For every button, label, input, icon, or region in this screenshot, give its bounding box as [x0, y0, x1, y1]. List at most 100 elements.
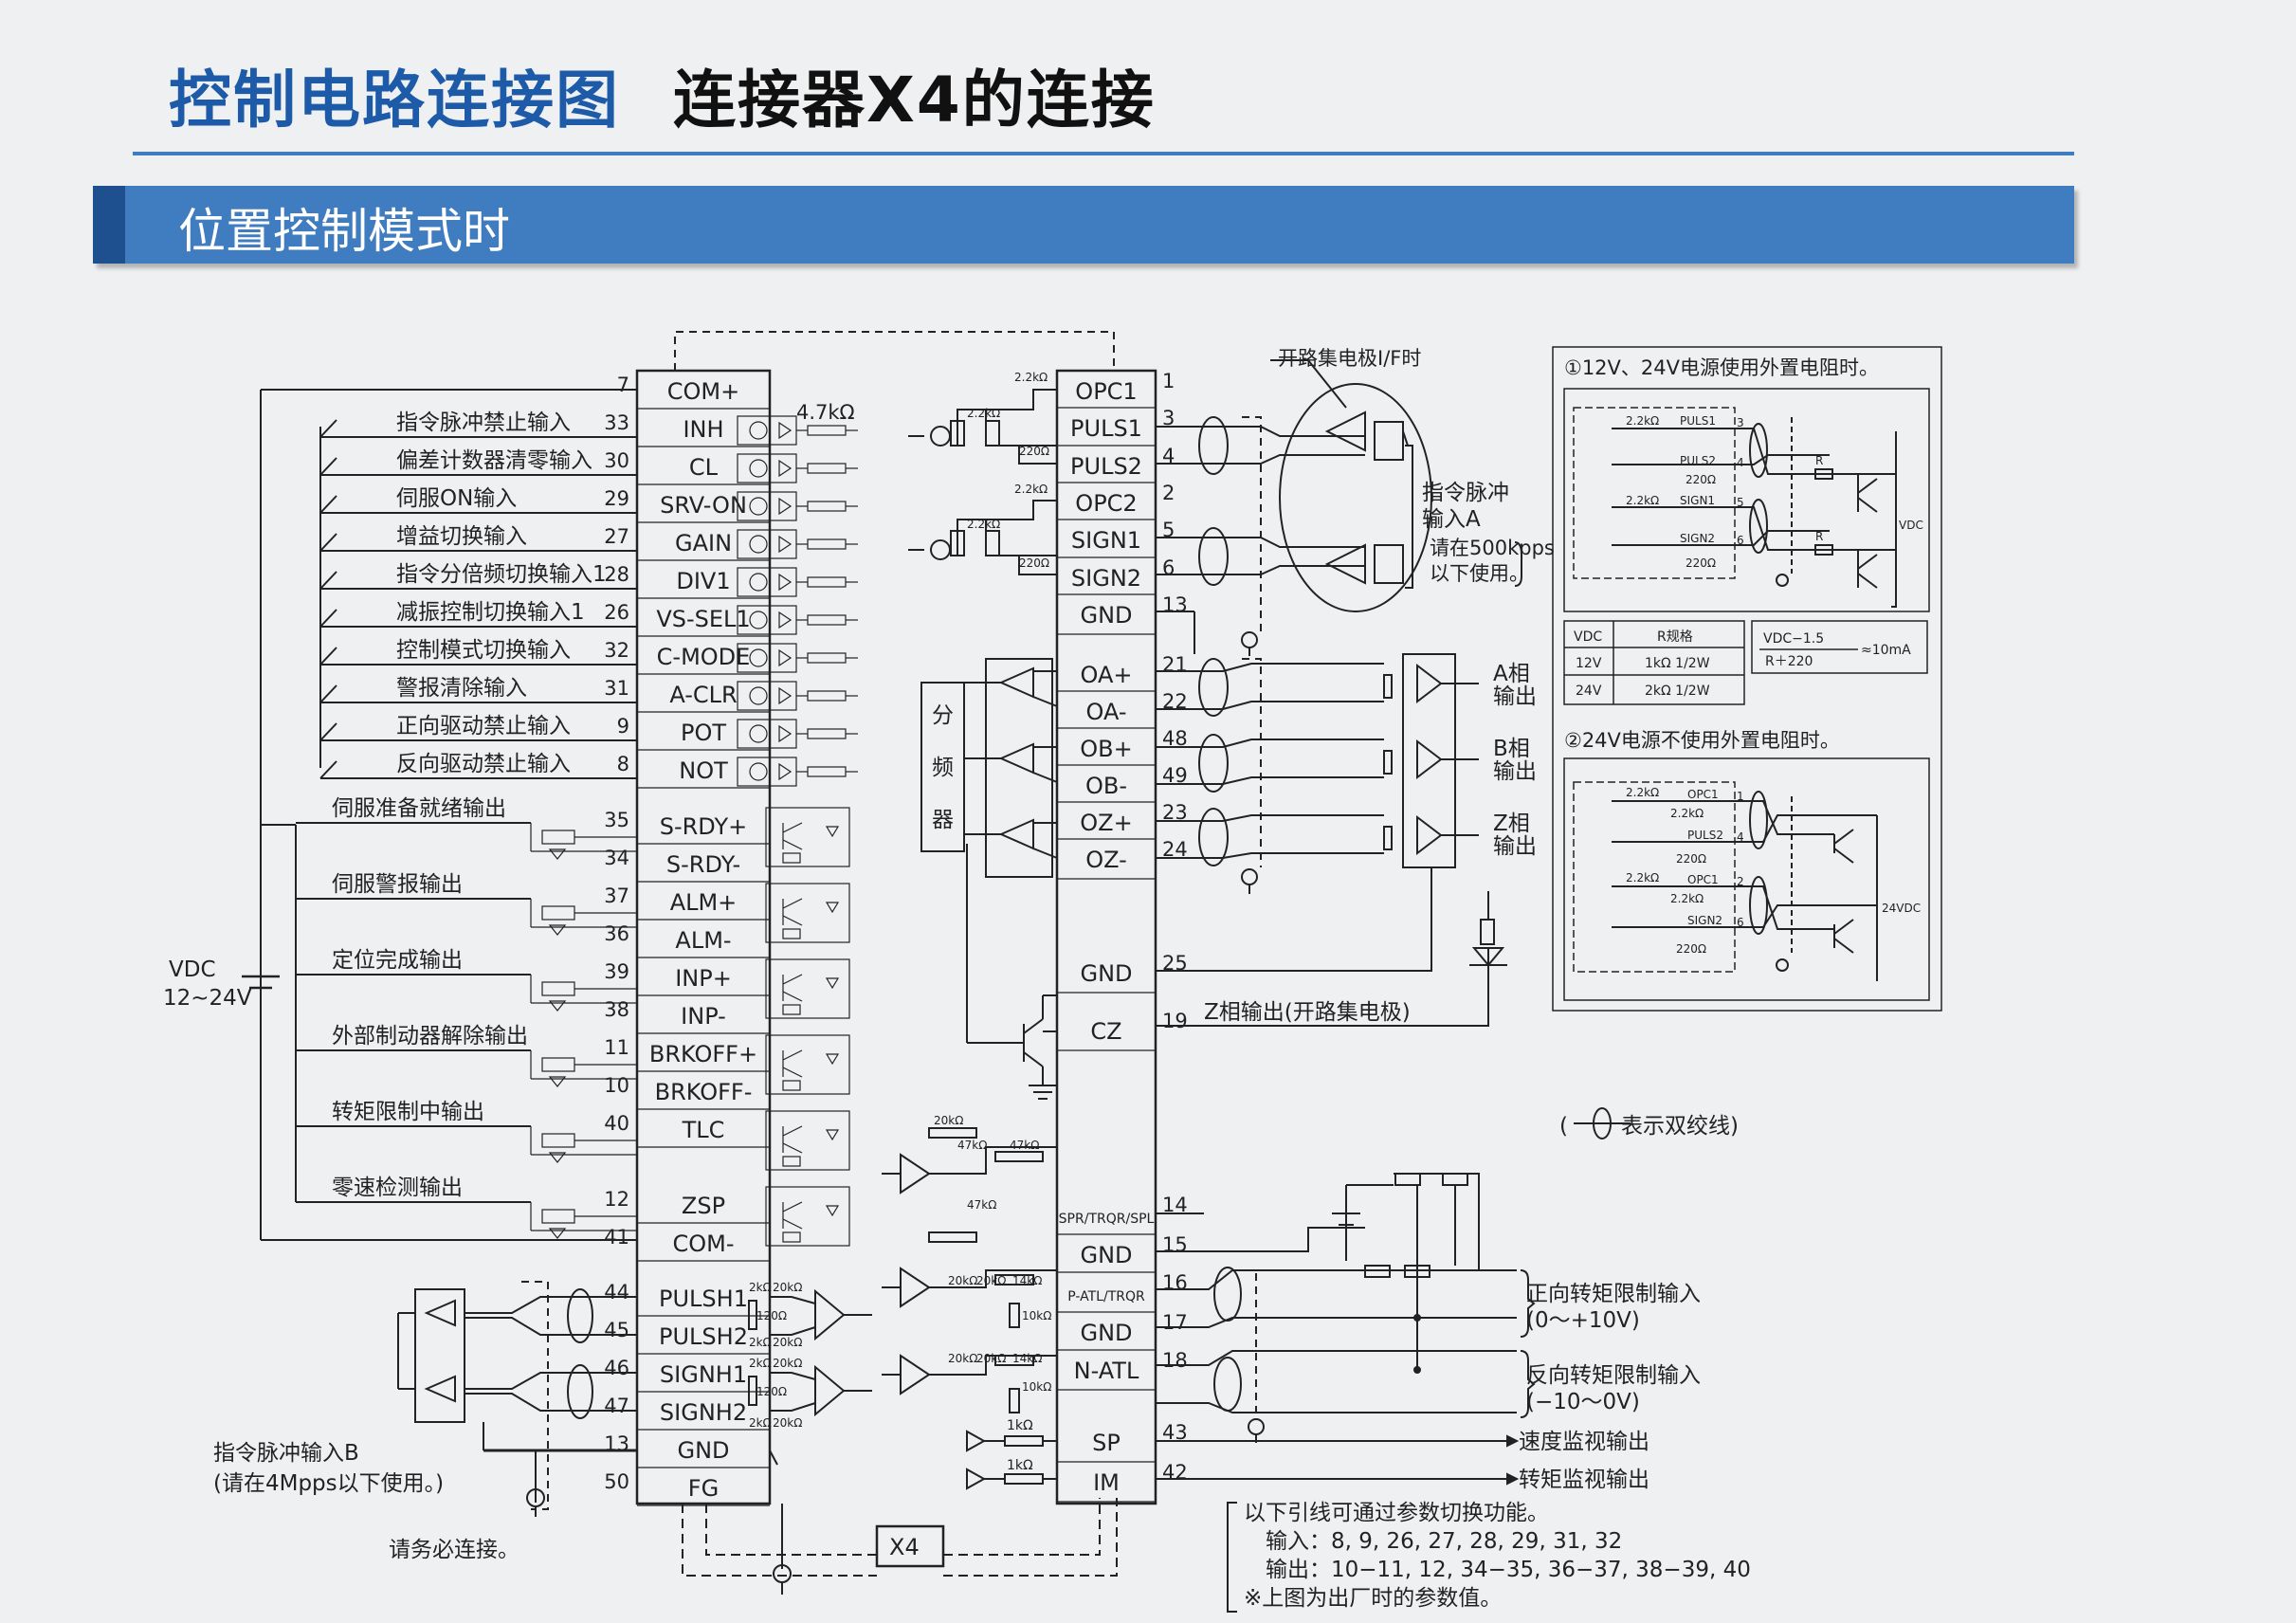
- inset-table: [1563, 620, 1928, 705]
- opto-diode: [778, 724, 793, 743]
- inset-case1-title: ①12V、24V电源使用外置电阻时。: [1564, 356, 1879, 379]
- input-resistor: [807, 614, 847, 626]
- opto-led: [749, 648, 768, 667]
- output-resistor: [782, 852, 801, 864]
- left-pin-name: COM-: [672, 1231, 734, 1257]
- output-label: 伺服准备就绪输出: [332, 796, 506, 821]
- input-label: 伺服ON输入: [396, 486, 517, 511]
- r-220-b: 220Ω: [1019, 556, 1049, 570]
- r-47k-a: 47kΩ: [957, 1139, 987, 1152]
- right-pin-name: P-ATL/TRQR: [1067, 1289, 1145, 1304]
- r-2k-a: 2kΩ: [749, 1281, 772, 1294]
- opto-diode: [778, 421, 793, 440]
- note-bracket: [1227, 1502, 1237, 1613]
- line-driver-b: [397, 1281, 637, 1517]
- r-20k-a: 20kΩ: [934, 1114, 963, 1127]
- r-220-a: 220Ω: [1019, 445, 1049, 458]
- left-pin-name: PULSH2: [659, 1323, 748, 1350]
- r-20k-h: 20kΩ: [773, 1336, 802, 1349]
- right-pin-name: OZ+: [1080, 810, 1132, 836]
- right-pin-name: OPC2: [1075, 490, 1137, 517]
- inset-pin-number: 6: [1737, 916, 1744, 929]
- switch-contact: [319, 722, 337, 741]
- table-r2-v: 24V: [1576, 684, 1602, 699]
- left-pin-number: 47: [604, 1395, 629, 1417]
- right-pin-number: 2: [1162, 482, 1175, 504]
- right-pin-number: 17: [1162, 1311, 1188, 1334]
- r-20k-d: 20kΩ: [948, 1352, 977, 1365]
- r-20k-g: 20kΩ: [773, 1357, 802, 1370]
- output-relay-group: 伺服准备就绪输出伺服警报输出定位完成输出外部制动器解除输出转矩限制中输出零速检测…: [296, 796, 637, 1239]
- input-resistor: [807, 728, 847, 739]
- opto-led: [749, 459, 768, 478]
- phase-b-1: B相: [1493, 737, 1530, 761]
- switch-contact: [319, 495, 337, 514]
- open-collector-label: 开路集电极I/F时: [1278, 347, 1421, 370]
- phase-a-2: 输出: [1493, 684, 1537, 709]
- left-pin-number: 40: [604, 1112, 629, 1135]
- inset-case1-circuit: [1573, 407, 1897, 608]
- inset-r220-a: 220Ω: [1686, 473, 1716, 486]
- output-opto: [765, 1034, 850, 1095]
- left-pin-number: 32: [604, 639, 629, 662]
- left-pin-number: 31: [604, 677, 629, 700]
- opto-diode: [778, 762, 793, 781]
- switch-contact: [319, 533, 337, 552]
- speed-monitor-label: 速度监视输出: [1519, 1430, 1649, 1454]
- left-pin-number: 35: [604, 809, 629, 831]
- pulse-a-twisted: [1156, 416, 1365, 656]
- switch-contact: [319, 609, 337, 628]
- opto-led: [749, 535, 768, 554]
- output-resistor: [782, 928, 801, 939]
- switch-contact: [319, 760, 337, 779]
- left-opto-group: [737, 415, 858, 1247]
- formula-result: ≈10mA: [1861, 643, 1911, 658]
- output-resistor: [782, 1004, 801, 1015]
- twisted-pair-legend: [1574, 1107, 1631, 1140]
- divider-char-1: 分: [932, 703, 954, 728]
- right-pin-number: 5: [1162, 519, 1175, 541]
- left-pin-name: SIGNH1: [660, 1361, 747, 1388]
- left-pin-number: 44: [604, 1281, 629, 1304]
- abz-outputs: [1156, 653, 1507, 1027]
- left-pin-number: 8: [617, 753, 629, 775]
- inset-r-a: R: [1815, 454, 1823, 467]
- right-pin-number: 42: [1162, 1461, 1188, 1484]
- formula-denominator: R＋220: [1765, 654, 1813, 669]
- r-120-a: 120Ω: [756, 1309, 787, 1322]
- left-pin-number: 10: [604, 1074, 629, 1097]
- opto-led: [749, 497, 768, 516]
- inset-case2-frame: [1563, 757, 1930, 1001]
- pulse-a-label-4: 以下使用。: [1430, 562, 1529, 585]
- r-14k-a: 14kΩ: [1012, 1274, 1042, 1287]
- input-label: 增益切换输入: [396, 524, 527, 549]
- input-resistor: [807, 652, 847, 664]
- connector-right-frame: [1055, 369, 1157, 1505]
- left-pin-number: 33: [604, 411, 629, 434]
- inset-pin-number: 5: [1737, 496, 1744, 509]
- opto-led: [749, 762, 768, 781]
- opto-diode: [778, 497, 793, 516]
- right-pin-name: CZ: [1090, 1018, 1121, 1045]
- title-rule: [133, 152, 2074, 155]
- output-resistor: [782, 1080, 801, 1091]
- left-pin-number: 36: [604, 922, 629, 945]
- right-pin-number: 4: [1162, 445, 1175, 467]
- output-resistor: [782, 1156, 801, 1167]
- table-head-r: R规格: [1657, 629, 1693, 645]
- divider-block: [920, 658, 1058, 1100]
- left-pin-name: TLC: [682, 1117, 725, 1143]
- right-pin-number: 6: [1162, 556, 1175, 579]
- inset-pin-number: 4: [1737, 830, 1744, 844]
- left-pin-name: DIV1: [676, 568, 730, 594]
- relay-coil: [541, 1209, 575, 1224]
- input-label: 减振控制切换输入1: [396, 600, 585, 625]
- inset-pin-name: SIGN2: [1680, 532, 1715, 545]
- input-label: 偏差计数器清零输入: [396, 448, 592, 473]
- inset-24v-label: 24VDC: [1882, 902, 1921, 915]
- left-pin-number: 46: [604, 1357, 629, 1379]
- left-pin-name: BRKOFF+: [649, 1041, 757, 1067]
- output-opto: [765, 807, 850, 867]
- inset-pin-name: PULS2: [1687, 829, 1723, 842]
